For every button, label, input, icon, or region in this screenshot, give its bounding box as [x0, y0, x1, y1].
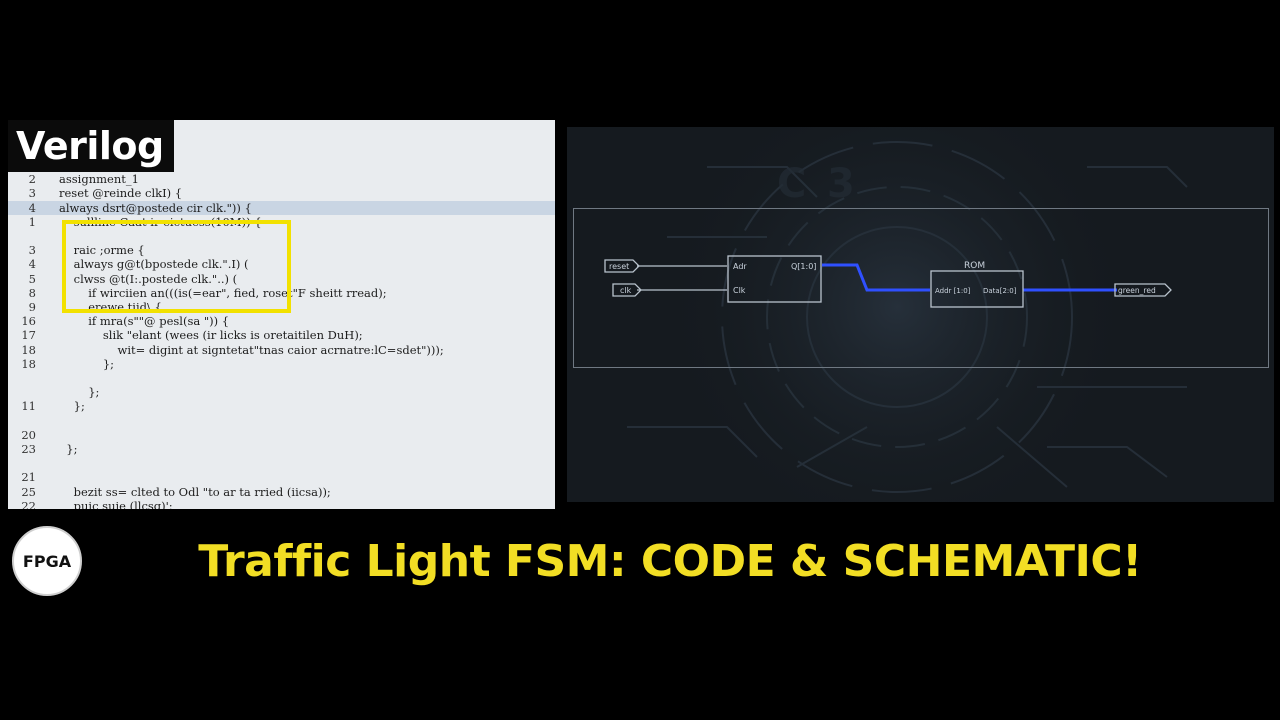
code-text: bezit ss= clted to Odl "to ar ta rried (… — [59, 484, 331, 499]
schematic-panel: C 3 reset clk Adr Q[1:0] Clk ROM — [567, 127, 1274, 502]
rom-addr-label: Addr [1:0] — [935, 287, 971, 295]
code-panel-title: Verilog — [8, 120, 174, 172]
code-line: 25 bezit ss= clted to Odl "to ar ta rrie… — [8, 485, 555, 499]
code-panel: 1 2 assignment_1 3 reset @reinde clkI) { 4 alw… — [8, 120, 555, 509]
code-text: }; — [59, 356, 115, 371]
code-line — [8, 371, 555, 385]
clk-port-label: clk — [620, 286, 632, 295]
q-bus-wire — [822, 263, 930, 292]
line-number: 18 — [21, 356, 36, 371]
highlight-box — [62, 220, 291, 313]
svg-text:3: 3 — [827, 161, 855, 207]
line-number: 3 — [28, 186, 36, 201]
schematic-diagram: reset clk Adr Q[1:0] Clk ROM Addr [1:0] … — [604, 255, 1172, 308]
code-text: }; — [59, 385, 100, 400]
code-line: 3 reset @reinde clkI) { — [8, 186, 555, 200]
code-line — [8, 456, 555, 470]
code-text: assignment_1 — [59, 172, 139, 187]
output-port-label: green_red — [1118, 286, 1156, 295]
code-line: 11 }; — [8, 399, 555, 413]
line-number: 18 — [21, 342, 36, 357]
line-number: 5 — [28, 271, 36, 286]
code-line: 22 puic suie (llcsg)'; — [8, 499, 555, 509]
code-text: }; — [59, 399, 85, 414]
line-number: 9 — [28, 300, 36, 314]
line-number: 11 — [21, 399, 36, 414]
schematic-background: C 3 — [567, 127, 1274, 502]
code-line: 17 slik "elant (wees (ir licks is oretai… — [8, 328, 555, 342]
line-number: 1 — [28, 214, 36, 229]
line-number: 3 — [28, 243, 36, 258]
code-text: clwss @t(I:.postede clk."..) ( — [59, 271, 238, 286]
code-text: if wirciien an(((is(=ear", fied, roset"F… — [59, 285, 387, 300]
code-text: raic ;orme { — [59, 243, 145, 258]
code-line: 2 assignment_1 — [8, 172, 555, 186]
code-line: 18 wit= digint at signtetat"tnas caior a… — [8, 343, 555, 357]
fpga-logo: FPGA — [12, 526, 82, 596]
clk-port-shape — [612, 283, 642, 297]
code-line: 18 }; — [8, 357, 555, 371]
code-line: }; — [8, 385, 555, 399]
code-text: slik "elant (wees (ir licks is oretaitil… — [59, 328, 363, 343]
register-addr-label: Adr — [733, 262, 747, 271]
svg-text:C: C — [777, 161, 806, 207]
line-number: 23 — [21, 442, 36, 456]
line-number: 4 — [28, 257, 36, 272]
register-q-label: Q[1:0] — [791, 262, 816, 271]
code-line: 4 always g@t(bpostede clk.".I) ( — [8, 257, 555, 271]
code-line: 3 raic ;orme { — [8, 243, 555, 257]
rom-data-label: Data[2:0] — [983, 287, 1017, 295]
schematic-frame — [573, 208, 1269, 368]
line-number: 16 — [21, 314, 36, 329]
line-number: 4 — [28, 200, 36, 215]
output-port-shape — [1114, 283, 1172, 297]
video-headline: Traffic Light FSM: CODE & SCHEMATIC! — [198, 536, 1142, 587]
code-text: always g@t(bpostede clk.".I) ( — [59, 257, 249, 272]
line-number: 8 — [28, 285, 36, 300]
code-line: 5 clwss @t(I:.postede clk."..) ( — [8, 272, 555, 286]
line-number: 22 — [21, 498, 36, 509]
line-number: 25 — [21, 484, 36, 499]
code-line: 16 if mra(s""@ pesl(sa ")) { — [8, 314, 555, 328]
line-number: 2 — [28, 172, 36, 187]
code-text: reset @reinde clkI) { — [59, 186, 183, 201]
code-line: 23 }; — [8, 442, 555, 456]
code-text: if mra(s""@ pesl(sa ")) { — [59, 314, 230, 329]
register-clk-label: Clk — [733, 286, 746, 295]
code-line: 8 if wirciien an(((is(=ear", fied, roset… — [8, 286, 555, 300]
code-line: 20 — [8, 428, 555, 442]
register-block — [727, 255, 822, 303]
fpga-logo-text: FPGA — [22, 551, 72, 571]
code-text: wit= digint at signtetat"tnas caior acrn… — [59, 342, 444, 357]
rom-block — [930, 270, 1024, 308]
code-line: 4 always dsrt@postede cir clk.")) { — [8, 200, 555, 215]
line-number: 21 — [21, 470, 36, 485]
rom-title: ROM — [964, 261, 985, 271]
code-text: puic suie (llcsg)'; — [59, 498, 173, 509]
line-number: 20 — [21, 427, 36, 442]
code-line — [8, 414, 555, 428]
code-text: always dsrt@postede cir clk.")) { — [59, 200, 252, 215]
line-number: 17 — [21, 328, 36, 343]
code-text: }; — [59, 442, 78, 456]
reset-port-shape — [604, 259, 640, 273]
code-line: 21 — [8, 470, 555, 484]
reset-port-label: reset — [609, 262, 629, 271]
